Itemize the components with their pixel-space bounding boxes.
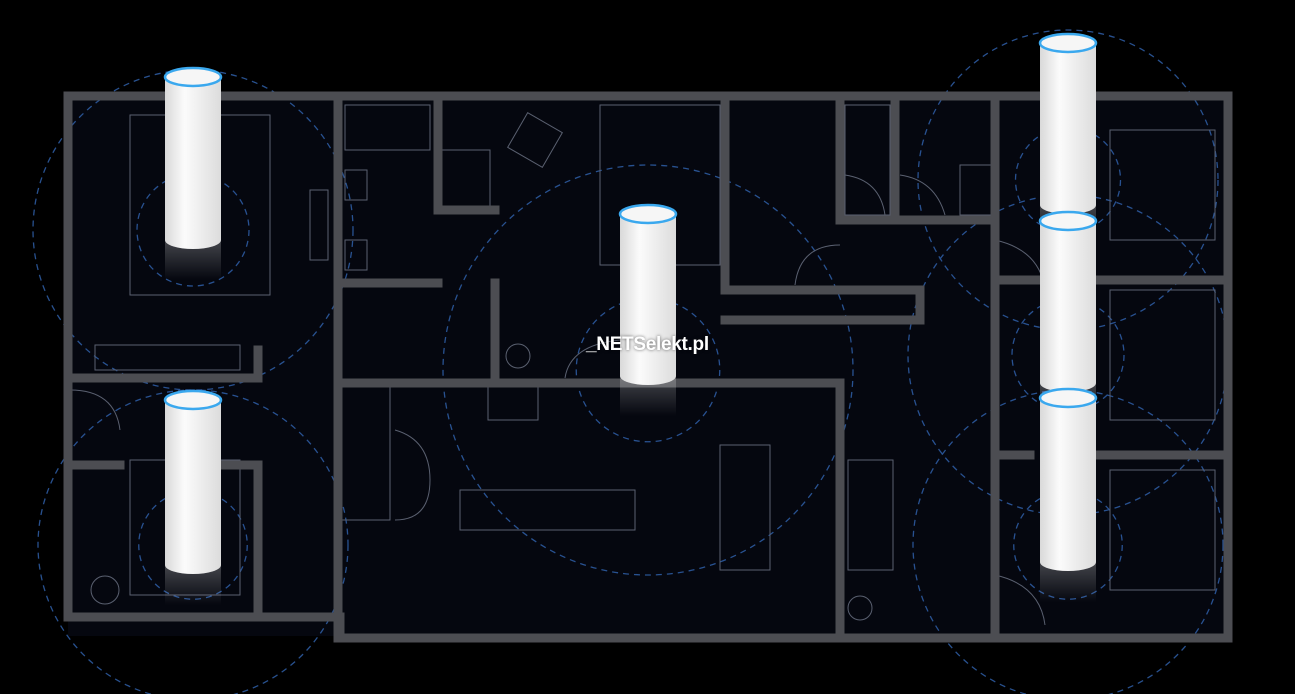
- ap-body: [165, 77, 221, 249]
- ap-right-bottom: [1038, 387, 1098, 602]
- ap-led-ring-icon: [618, 203, 678, 225]
- walls: [63, 91, 1233, 643]
- ap-bedroom-left: [163, 389, 223, 605]
- coverage-inner-circle: [1011, 298, 1125, 412]
- ap-led-ring-icon: [1038, 387, 1098, 409]
- ap-body: [620, 214, 676, 385]
- watermark: _NETSelekt.pl: [586, 334, 709, 355]
- ap-led-ring-icon: [1038, 32, 1098, 54]
- ap-led-ring-icon: [163, 389, 223, 411]
- coverage-inner-circle: [136, 173, 250, 287]
- ap-led-ring-icon: [1038, 210, 1098, 232]
- ap-center: [618, 203, 678, 416]
- access-points: [163, 32, 1098, 605]
- ap-body: [1040, 221, 1096, 392]
- coverage-circle: [442, 164, 854, 576]
- ap-living-left: [163, 66, 223, 280]
- ap-body: [165, 400, 221, 574]
- ap-body: [1040, 398, 1096, 571]
- ap-body: [1040, 43, 1096, 214]
- coverage-inner-circle: [575, 297, 721, 443]
- ap-led-ring-icon: [163, 66, 223, 88]
